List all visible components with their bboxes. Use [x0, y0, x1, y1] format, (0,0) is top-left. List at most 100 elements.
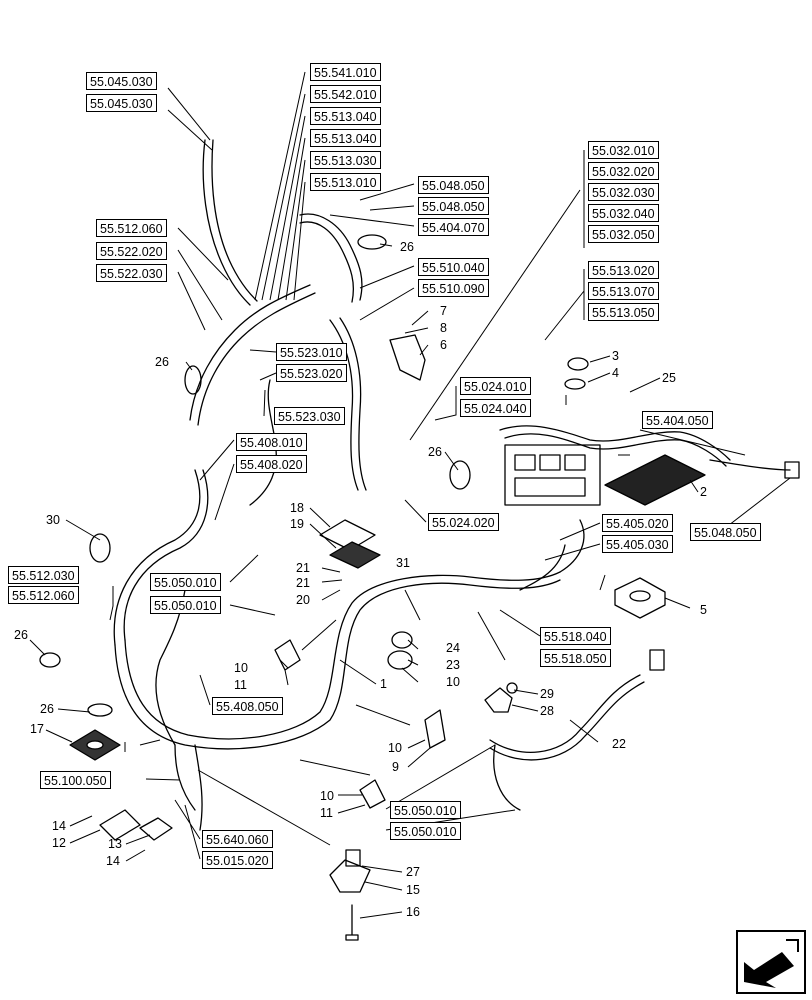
- connector-right: [784, 461, 800, 479]
- item-number: 6: [440, 338, 447, 352]
- item-number: 26: [155, 355, 169, 369]
- ref-box[interactable]: 55.048.050: [418, 197, 489, 215]
- ref-box[interactable]: 55.045.030: [86, 94, 157, 112]
- bracket-11b: [359, 779, 386, 809]
- ref-box[interactable]: 55.542.010: [310, 85, 381, 103]
- ref-box[interactable]: 55.048.050: [690, 523, 761, 541]
- ref-box[interactable]: 55.640.060: [202, 830, 273, 848]
- upper-left-harness: [202, 139, 363, 306]
- ref-box[interactable]: 55.513.050: [588, 303, 659, 321]
- grommet-18: [319, 519, 381, 569]
- ref-box[interactable]: 55.523.030: [274, 407, 345, 425]
- item-number: 27: [406, 865, 420, 879]
- ref-box[interactable]: 55.522.030: [96, 264, 167, 282]
- item-number: 11: [320, 806, 333, 820]
- clamp-24: [391, 631, 413, 649]
- item-number: 2: [700, 485, 707, 499]
- item-number: 22: [612, 737, 626, 751]
- ref-box[interactable]: 55.050.010: [390, 822, 461, 840]
- item-number: 10: [234, 661, 248, 675]
- ref-box[interactable]: 55.513.070: [588, 282, 659, 300]
- item-number: 26: [428, 445, 442, 459]
- fuse-label-plate: [604, 454, 706, 506]
- ref-box[interactable]: 55.050.010: [150, 573, 221, 591]
- ref-box[interactable]: 55.045.030: [86, 72, 157, 90]
- item-number: 23: [446, 658, 460, 672]
- ref-box[interactable]: 55.518.040: [540, 627, 611, 645]
- ref-box[interactable]: 55.510.040: [418, 258, 489, 276]
- item-number: 21: [296, 561, 310, 575]
- ref-box[interactable]: 55.523.020: [276, 364, 347, 382]
- ref-box[interactable]: 55.408.050: [212, 697, 283, 715]
- ref-box[interactable]: 55.513.040: [310, 107, 381, 125]
- grommet-17: [69, 729, 121, 761]
- tie-wrap-26d: [39, 652, 61, 668]
- ref-box[interactable]: 55.024.020: [428, 513, 499, 531]
- ref-box[interactable]: 55.405.020: [602, 514, 673, 532]
- tie-wrap-30: [89, 533, 111, 563]
- item-number: 10: [388, 741, 402, 755]
- right-harness: [499, 425, 791, 591]
- item-number: 7: [440, 304, 447, 318]
- ref-box[interactable]: 55.032.050: [588, 225, 659, 243]
- ref-box[interactable]: 55.512.030: [8, 566, 79, 584]
- item-number: 30: [46, 513, 60, 527]
- ref-box[interactable]: 55.032.020: [588, 162, 659, 180]
- ref-box[interactable]: 55.513.020: [588, 261, 659, 279]
- washer-4: [564, 378, 586, 390]
- item-number: 10: [320, 789, 334, 803]
- bracket-11a: [274, 639, 301, 671]
- next-page-button[interactable]: [736, 930, 806, 994]
- bracket-5: [614, 577, 666, 619]
- item-number: 17: [30, 722, 44, 736]
- ref-box[interactable]: 55.024.040: [460, 399, 531, 417]
- ref-box[interactable]: 55.513.040: [310, 129, 381, 147]
- ref-box[interactable]: 55.405.030: [602, 535, 673, 553]
- tie-wrap-26a: [357, 234, 387, 250]
- ref-box[interactable]: 55.541.010: [310, 63, 381, 81]
- ref-box[interactable]: 55.050.010: [390, 801, 461, 819]
- ref-box[interactable]: 55.522.020: [96, 242, 167, 260]
- ref-box[interactable]: 55.032.030: [588, 183, 659, 201]
- lower-left-harness: [174, 744, 203, 831]
- fuse-relay-box: [504, 444, 601, 506]
- plate-13: [139, 817, 173, 841]
- spacer-27: [345, 849, 361, 867]
- ref-box[interactable]: 55.513.010: [310, 173, 381, 191]
- ref-box[interactable]: 55.050.010: [150, 596, 221, 614]
- ref-box[interactable]: 55.512.060: [8, 586, 79, 604]
- ref-box[interactable]: 55.513.030: [310, 151, 381, 169]
- ref-box[interactable]: 55.024.010: [460, 377, 531, 395]
- ref-box[interactable]: 55.032.010: [588, 141, 659, 159]
- ref-box[interactable]: 55.408.020: [236, 455, 307, 473]
- ref-box[interactable]: 55.032.040: [588, 204, 659, 222]
- connector-22: [649, 649, 665, 671]
- bracket-6: [389, 334, 426, 381]
- item-number: 14: [52, 819, 66, 833]
- item-number: 13: [108, 837, 122, 851]
- item-number: 16: [406, 905, 420, 919]
- item-number: 3: [612, 349, 619, 363]
- item-number: 28: [540, 704, 554, 718]
- nut-29: [506, 682, 518, 694]
- ref-box[interactable]: 55.408.010: [236, 433, 307, 451]
- item-number: 20: [296, 593, 310, 607]
- ref-box[interactable]: 55.404.070: [418, 218, 489, 236]
- ref-box[interactable]: 55.048.050: [418, 176, 489, 194]
- ref-box[interactable]: 55.015.020: [202, 851, 273, 869]
- item-number: 4: [612, 366, 619, 380]
- item-number: 26: [40, 702, 54, 716]
- item-number: 31: [396, 556, 410, 570]
- left-branch-harness: [113, 284, 316, 746]
- ref-box[interactable]: 55.518.050: [540, 649, 611, 667]
- item-number: 12: [52, 836, 66, 850]
- item-number: 15: [406, 883, 420, 897]
- item-number: 18: [290, 501, 304, 515]
- ref-box[interactable]: 55.404.050: [642, 411, 713, 429]
- ref-box[interactable]: 55.512.060: [96, 219, 167, 237]
- clamp-23: [387, 650, 413, 670]
- ref-box[interactable]: 55.100.050: [40, 771, 111, 789]
- ref-box[interactable]: 55.523.010: [276, 343, 347, 361]
- tie-wrap-26b: [184, 365, 202, 395]
- ref-box[interactable]: 55.510.090: [418, 279, 489, 297]
